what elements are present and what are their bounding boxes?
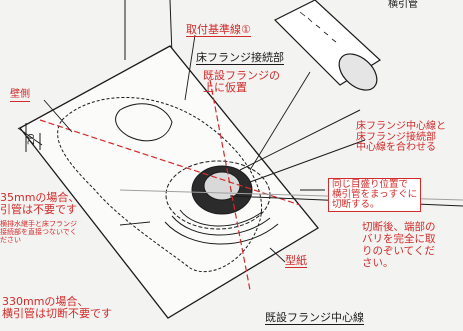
- template-label: 型紙: [285, 254, 307, 268]
- align-centerlines-line-1: 床フランジ中心線と: [356, 121, 446, 132]
- horizontal-pipe: [273, 0, 381, 91]
- deburr-line-1: 切断後、端部の: [362, 221, 436, 233]
- case-35mm-subnote-line-3: ださい: [0, 236, 21, 245]
- case-35mm-note: 35mmの場合、 引管は不要です: [0, 192, 79, 215]
- case-330mm-line-2: 横引管は切断不要です: [2, 306, 112, 320]
- cut-same-scale-line-2: 横引管をまっすぐに: [332, 188, 418, 200]
- pipe-label: 横引管: [388, 0, 418, 10]
- existing-flange-centerline-label: 既設フランジ中心線: [265, 311, 364, 325]
- wall-side-label: 壁側: [10, 89, 30, 102]
- dimension-bracket: [17, 123, 43, 152]
- cut-same-scale-note: 同じ目盛り位置で 横引管をまっすぐに 切断する。: [328, 178, 422, 212]
- deburr-line-3: りのぞいてくだ: [362, 245, 435, 258]
- wall-lines: [124, 0, 173, 60]
- deburr-line-4: さい。: [362, 257, 394, 270]
- flange-outline: [57, 97, 262, 273]
- case-35mm-line-1: 35mmの場合、: [0, 191, 80, 204]
- align-centerlines-line-3: 中心線を合わせる: [356, 142, 436, 153]
- deburr-line-2: バリを完全に取: [362, 233, 436, 246]
- template-sheet: [19, 45, 319, 319]
- existing-flange-temporary-line-2: 上に仮置: [203, 80, 247, 94]
- deburr-note: 切断後、端部の バリを完全に取 りのぞいてくだ さい。: [362, 221, 436, 269]
- existing-flange-temporary-label: 既設フランジの 上に仮置: [203, 70, 280, 93]
- dimension-20-label: 20: [27, 133, 37, 145]
- leader-lines: [43, 34, 325, 263]
- reference-line-label: 取付基準線①: [186, 23, 251, 37]
- cut-same-scale-line-3: 切断する。: [332, 198, 380, 210]
- align-centerlines-note: 床フランジ中心線と 床フランジ接続部 中心線を合わせる: [356, 121, 446, 154]
- floor-flange-connection-label: 床フランジ接続部: [196, 51, 284, 65]
- cut-same-scale-line-1: 同じ目盛り位置で: [332, 179, 409, 190]
- case-35mm-subnote-line-1: 横排水継手と床フランジ: [0, 220, 77, 228]
- align-centerlines-line-2: 床フランジ接続部: [356, 131, 436, 143]
- existing-flange-temporary-line-1: 既設フランジの: [203, 69, 280, 82]
- case-35mm-line-2: 引管は不要です: [0, 202, 77, 216]
- case-35mm-subnote: 横排水継手と床フランジ 接続部を直接つないでく ださい: [0, 220, 77, 244]
- case-330mm-line-1: 330mmの場合、: [2, 295, 89, 308]
- case-35mm-subnote-line-2: 接続部を直接つないでく: [0, 228, 77, 237]
- case-330mm-note: 330mmの場合、 横引管は切断不要です: [2, 296, 112, 319]
- reference-lines: [39, 79, 301, 291]
